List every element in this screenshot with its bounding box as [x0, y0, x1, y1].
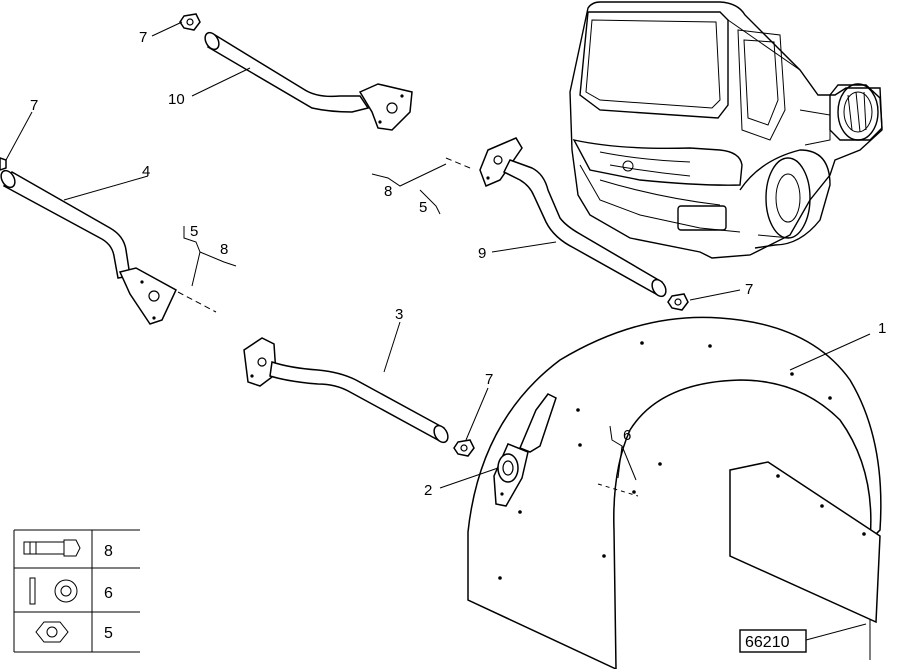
callout-1: 1	[878, 320, 886, 337]
legend-label-bolt: 8	[104, 543, 113, 560]
truck-cab-illustration	[569, 1, 883, 259]
part-4-tube-bracket[interactable]	[0, 168, 177, 325]
callout-3: 3	[395, 306, 403, 323]
callout-6: 6	[623, 427, 631, 444]
washer-icon	[29, 577, 78, 605]
callout-5-left: 5	[190, 223, 198, 240]
callout-labels: 1 2 3 4 5 5 6 7 7 7 7 8 8 9 10	[30, 29, 886, 499]
part-7-nut-left[interactable]	[0, 157, 7, 171]
part-2-clamp-bracket[interactable]	[493, 393, 557, 507]
reference-number-text: 66210	[745, 634, 790, 651]
legend-label-washer: 6	[104, 585, 113, 602]
fastener-legend: 8 6 5	[13, 529, 140, 653]
callout-4: 4	[142, 163, 150, 180]
nut-icon	[35, 621, 69, 643]
leader-lines	[5, 21, 871, 641]
callout-2: 2	[424, 482, 432, 499]
callout-9: 9	[478, 245, 486, 262]
callout-8-left: 8	[220, 241, 228, 258]
part-9-tube-bracket[interactable]	[479, 137, 669, 299]
part-7-nut-right[interactable]	[667, 293, 689, 311]
mud-flap[interactable]	[729, 461, 881, 624]
callout-7-left: 7	[30, 97, 38, 114]
legend-label-nut: 5	[104, 625, 113, 642]
part-7-nut-lower[interactable]	[453, 439, 475, 457]
part-1-mudguard[interactable]	[467, 316, 882, 669]
reference-number: 66210	[739, 629, 807, 653]
callout-7-top: 7	[139, 29, 147, 46]
part-7-nut-top[interactable]	[179, 13, 201, 31]
part-10-tube-bracket[interactable]	[202, 30, 413, 131]
bolt-icon	[23, 539, 81, 557]
callout-7-right: 7	[745, 281, 753, 298]
callout-5-upper: 5	[419, 199, 427, 216]
callout-8-upper: 8	[384, 183, 392, 200]
part-3-tube-bracket[interactable]	[243, 337, 451, 445]
callout-7-lower: 7	[485, 371, 493, 388]
callout-10: 10	[168, 91, 185, 108]
